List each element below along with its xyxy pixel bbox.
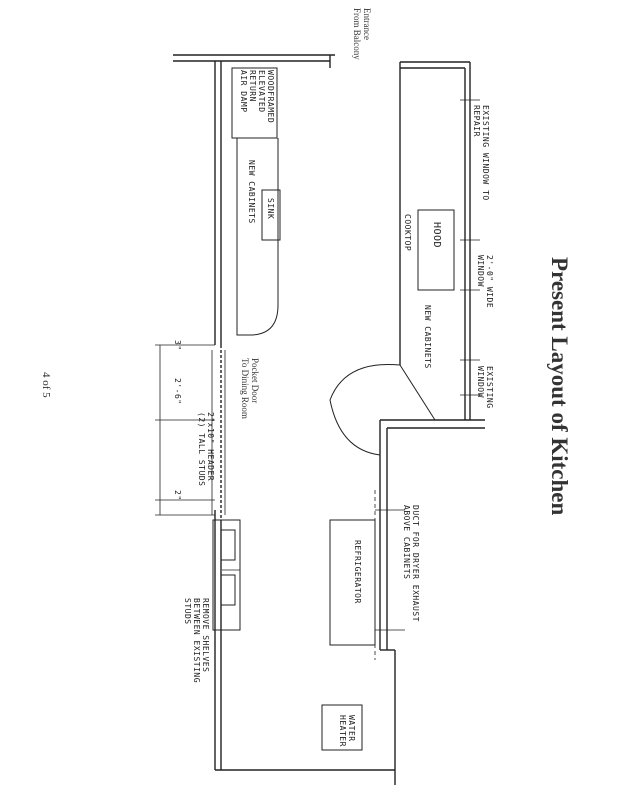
dimension-2in: 2" bbox=[173, 490, 182, 501]
existing-window-repair-label: EXISTING WINDOW TO REPAIR bbox=[472, 105, 490, 201]
header-line-1: 2"x10" HEADER bbox=[206, 412, 215, 482]
sink-label: SINK bbox=[266, 198, 275, 220]
pocket-door-line-1: Pocket Door bbox=[250, 358, 260, 404]
duct-label: DUCT FOR DRYER EXHAUST ABOVE CABINETS bbox=[402, 505, 420, 622]
entrance-label: Entrance From Balcony bbox=[352, 8, 372, 60]
remove-shelves-line-1: REMOVE SHELVES bbox=[201, 598, 210, 673]
window-line-2: WINDOW bbox=[476, 255, 485, 287]
new-cabinets-left-label: NEW CABINETS bbox=[247, 160, 256, 224]
existing-window-repair-line-1: EXISTING WINDOW TO bbox=[481, 105, 490, 201]
refrigerator-label: REFRIGERATOR bbox=[353, 540, 362, 604]
dimension-3in: 3" bbox=[173, 340, 182, 351]
window-label: 2'-0" WIDE WINDOW bbox=[476, 255, 494, 308]
hood-label: HOOD bbox=[431, 222, 442, 249]
woodframed-line-2: ELEVATED bbox=[257, 70, 266, 113]
water-heater-label: WATER HEATER bbox=[338, 715, 356, 747]
remove-shelves-line-2: BETWEEN EXISTING bbox=[192, 598, 201, 684]
existing-window-repair-line-2: REPAIR bbox=[472, 105, 481, 137]
woodframed-label: WOODFRAMED ELEVATED RETURN AIR DAMP bbox=[239, 70, 275, 123]
new-cabinets-right-label: NEW CABINETS bbox=[423, 305, 432, 369]
water-heater-line-1: WATER bbox=[347, 715, 356, 742]
cooktop-label: COOKTOP bbox=[403, 214, 412, 252]
remove-shelves-label: REMOVE SHELVES BETWEEN EXISTING STUDS bbox=[183, 598, 210, 683]
woodframed-line-4: AIR DAMP bbox=[239, 70, 248, 113]
existing-window-line-1: EXISTING bbox=[485, 366, 494, 409]
window-line-1: 2'-0" WIDE bbox=[485, 255, 494, 309]
water-heater-line-2: HEATER bbox=[338, 715, 347, 747]
dimension-lines bbox=[155, 99, 480, 660]
pocket-door-line-2: To Dining Room bbox=[240, 358, 250, 419]
woodframed-line-3: RETURN bbox=[248, 70, 257, 102]
woodframed-line-1: WOODFRAMED bbox=[266, 70, 275, 124]
duct-line-2: ABOVE CABINETS bbox=[402, 505, 411, 580]
remove-shelves-line-3: STUDS bbox=[183, 598, 192, 625]
page-title: Present Layout of Kitchen bbox=[547, 257, 572, 516]
page-number: 4 of 5 bbox=[40, 372, 52, 398]
existing-window-label: EXISTING WINDOW bbox=[476, 366, 494, 409]
entrance-line-2: From Balcony bbox=[352, 8, 362, 60]
header-line-2: (2) TALL STUDS bbox=[197, 412, 206, 487]
walls bbox=[173, 54, 485, 785]
existing-window-line-2: WINDOW bbox=[476, 366, 485, 398]
duct-line-1: DUCT FOR DRYER EXHAUST bbox=[411, 505, 420, 622]
header-label: 2"x10" HEADER (2) TALL STUDS bbox=[197, 412, 215, 486]
entrance-line-1: Entrance bbox=[362, 8, 372, 40]
dimension-2-6: 2'-6" bbox=[173, 378, 182, 405]
pocket-door-label: Pocket Door To Dining Room bbox=[240, 358, 260, 419]
